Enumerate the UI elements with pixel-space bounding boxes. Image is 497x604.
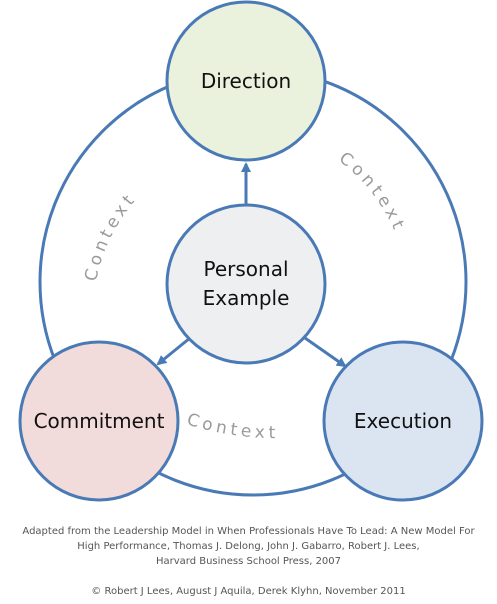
credit-line-2: High Performance, Thomas J. Delong, John… [77, 541, 420, 552]
direction-label: Direction [201, 69, 291, 93]
example-label: Example [203, 286, 290, 310]
commitment-label: Commitment [34, 409, 165, 433]
execution-node: Execution [322, 340, 484, 502]
personal-label: Personal [203, 257, 288, 281]
copyright-notice: © Robert J Lees, August J Aquila, Derek … [91, 586, 406, 597]
source-credit: Adapted from the Leadership Model in Whe… [0, 524, 497, 569]
arrow-to-execution [304, 336, 347, 368]
credit-line-1: Adapted from the Leadership Model in Whe… [22, 526, 475, 537]
commitment-node: Commitment [18, 340, 180, 502]
execution-label: Execution [354, 409, 452, 433]
context-label-right: Context [335, 148, 409, 235]
credit-line-3: Harvard Business School Press, 2007 [155, 556, 342, 567]
context-label-bottom: Context [185, 410, 280, 444]
arrow-to-commitment [156, 336, 191, 366]
context-label-left: Context [81, 188, 141, 283]
personal-example-node: Personal Example [165, 203, 327, 365]
direction-node: Direction [165, 0, 327, 162]
